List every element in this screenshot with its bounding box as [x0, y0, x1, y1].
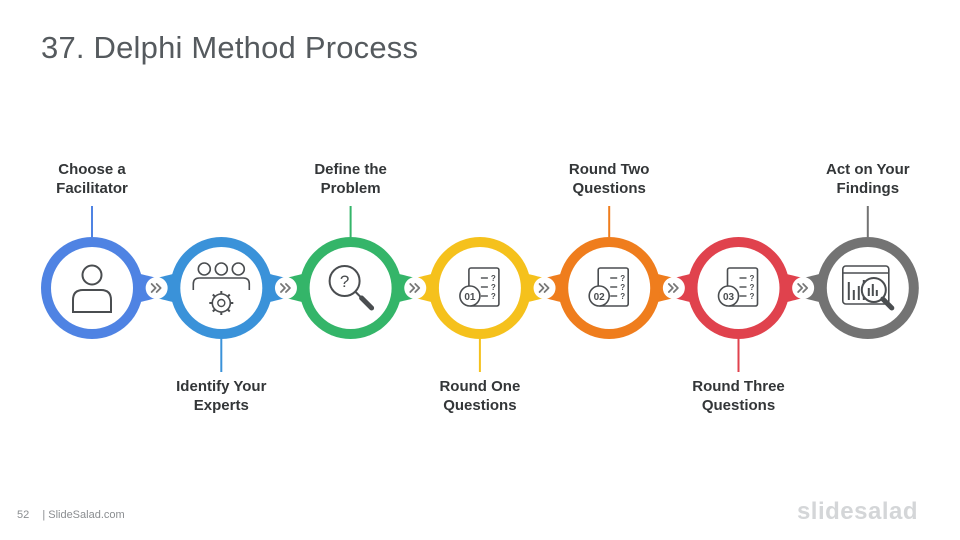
slide-title: 37. Delphi Method Process: [41, 30, 419, 65]
step-label-line: Identify Your: [176, 378, 267, 395]
step-label-line: Problem: [320, 180, 381, 197]
step-ring: [299, 237, 402, 339]
svg-text:?: ?: [620, 274, 625, 283]
chevron-icon: [533, 277, 556, 299]
step-label-line: Define the: [314, 161, 387, 178]
svg-text:01: 01: [464, 292, 476, 303]
magnifier-question-icon: ?: [328, 265, 375, 311]
step-label-line: Choose a: [58, 161, 126, 178]
svg-text:?: ?: [620, 292, 625, 301]
svg-text:?: ?: [491, 283, 496, 292]
step-label-line: Experts: [193, 397, 249, 414]
step-label-line: Round Three: [692, 378, 785, 395]
data-analysis-icon: [841, 265, 895, 311]
step-ring: [41, 237, 143, 339]
svg-text:?: ?: [491, 274, 496, 283]
questionnaire-01-icon: ??? 01: [459, 267, 500, 307]
chevron-icon: [404, 277, 427, 299]
step-label-line: Questions: [572, 180, 646, 197]
questionnaire-03-icon: ??? 03: [717, 267, 759, 307]
svg-text:?: ?: [620, 283, 625, 292]
step-label-line: Round One: [439, 378, 521, 395]
page-number: 52: [17, 509, 30, 521]
step-label-line: Findings: [836, 180, 900, 197]
svg-text:?: ?: [340, 272, 349, 291]
svg-text:?: ?: [491, 292, 496, 301]
step-ring: [170, 237, 273, 339]
footer-site: | SlideSalad.com: [42, 509, 125, 521]
step-label: Choose a Facilitator: [17, 160, 167, 198]
step-label-line: Facilitator: [56, 180, 128, 197]
step-label-line: Questions: [443, 397, 517, 414]
expert-group-icon: [192, 262, 251, 315]
chevron-icon: [662, 277, 685, 299]
footer: 52 | SlideSalad.com: [17, 509, 125, 521]
brand-logo: slidesalad: [796, 498, 918, 525]
questionnaire-02-icon: ??? 02: [588, 267, 630, 307]
chevron-icon: [274, 277, 297, 299]
step-label-line: Questions: [701, 397, 776, 414]
person-icon: [72, 264, 112, 313]
step-label-line: Act on Your: [825, 161, 910, 178]
svg-text:02: 02: [594, 292, 606, 303]
svg-text:?: ?: [750, 283, 755, 292]
chevron-icon: [792, 277, 815, 299]
svg-text:03: 03: [723, 292, 735, 303]
chevron-icon: [145, 277, 168, 299]
svg-text:?: ?: [750, 274, 755, 283]
svg-text:?: ?: [750, 292, 755, 301]
step-label-line: Round Two: [568, 161, 650, 178]
